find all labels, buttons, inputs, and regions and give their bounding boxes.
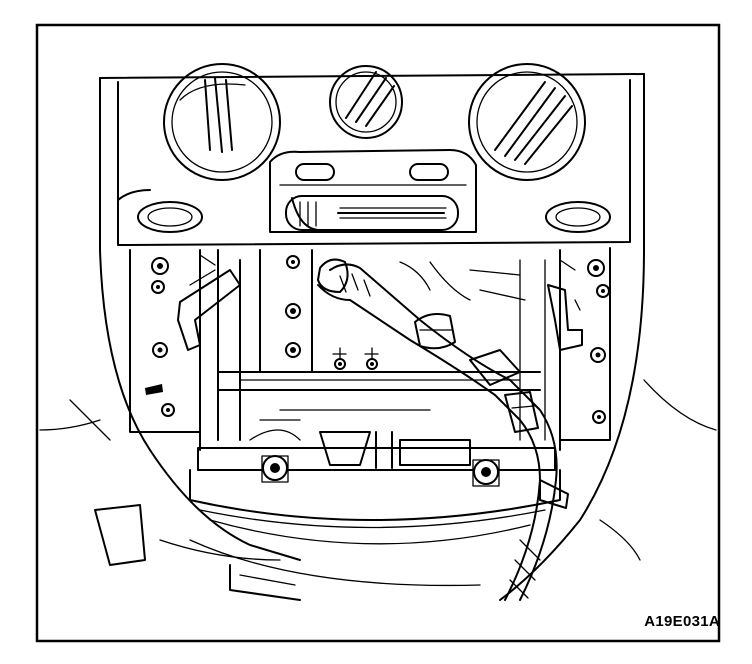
screw-icon: [366, 358, 378, 370]
fan-knob-icon: [163, 63, 281, 181]
screw-icon: [590, 347, 606, 363]
mode-knob-icon: [329, 65, 403, 139]
screw-icon: [151, 257, 169, 275]
screw-icon: [151, 280, 165, 294]
right-bracket-icon: [547, 259, 583, 351]
screw-icon: [152, 342, 168, 358]
left-bracket-icon: [145, 254, 241, 395]
frame-border: [35, 23, 721, 643]
ac-slider-icon: [285, 195, 459, 231]
right-vent-icon: [545, 201, 611, 233]
wiring-harness-icon: [317, 258, 569, 601]
screw-icon: [285, 342, 301, 358]
temperature-knob-icon: [468, 63, 586, 181]
screw-icon: [587, 259, 605, 277]
lower-console: [94, 504, 641, 601]
screw-icon: [161, 403, 175, 417]
screw-icon: [473, 459, 499, 485]
screw-icon: [596, 284, 610, 298]
figure-code: A19E031A: [644, 613, 720, 630]
screw-icon-group: [151, 255, 610, 487]
screw-icon: [286, 255, 300, 269]
radio-cavity-icon: [129, 247, 611, 545]
screw-icon: [262, 455, 288, 481]
screw-icon: [285, 303, 301, 319]
hvac-control-panel: [117, 63, 631, 246]
left-vent-icon: [137, 201, 203, 233]
screw-icon: [334, 358, 346, 370]
screw-icon: [592, 410, 606, 424]
